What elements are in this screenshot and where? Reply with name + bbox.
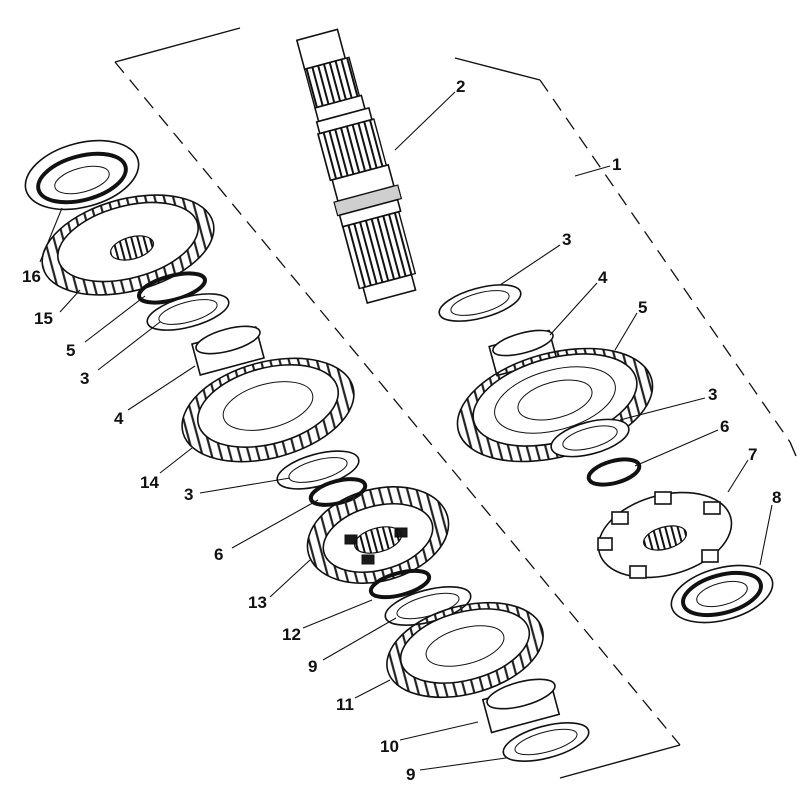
bearing-8 (670, 564, 774, 624)
callout-6-right: 6 (720, 417, 729, 436)
callout-7: 7 (748, 445, 757, 464)
gear-11 (386, 601, 544, 699)
assembly-bracket (114, 27, 797, 779)
callout-5-left: 5 (66, 341, 75, 360)
callout-15: 15 (34, 309, 53, 328)
callout-9-upper: 9 (308, 657, 317, 676)
bushing-10 (481, 678, 561, 734)
main-shaft (295, 28, 417, 304)
callout-3-lower-left: 3 (184, 485, 193, 504)
callout-9-lower: 9 (406, 765, 415, 784)
washer-3-right-mid (550, 418, 630, 458)
coupling-hub-13 (306, 486, 450, 584)
callout-1: 1 (612, 155, 621, 174)
bearing-16 (24, 139, 140, 211)
callout-8: 8 (772, 488, 781, 507)
callout-3-right: 3 (708, 385, 717, 404)
callout-13: 13 (248, 593, 267, 612)
callout-4-right: 4 (598, 268, 608, 287)
bushing-4-right (488, 329, 558, 377)
callout-4-left: 4 (114, 409, 124, 428)
snap-ring-6-right (586, 457, 642, 487)
snap-ring-12 (368, 568, 432, 600)
callout-3-top: 3 (562, 230, 571, 249)
callout-16: 16 (22, 267, 41, 286)
callout-14: 14 (140, 473, 159, 492)
washer-3-left-upper (146, 293, 230, 331)
washer-3-upper-right (438, 284, 522, 322)
gear-15 (41, 194, 215, 296)
callout-3-left: 3 (80, 369, 89, 388)
bushing-4-left (191, 325, 265, 376)
callout-2: 2 (456, 77, 465, 96)
callout-10: 10 (380, 737, 399, 756)
callout-11: 11 (336, 695, 354, 714)
gear-14 (181, 357, 355, 463)
washer-9-lower (502, 722, 590, 762)
callout-6-left: 6 (214, 545, 223, 564)
callout-12: 12 (282, 625, 301, 644)
callout-5-right: 5 (638, 298, 647, 317)
coupling-hub-7 (597, 491, 733, 579)
leader-lines (39, 91, 773, 771)
callout-labels: 1 2 3 4 5 3 6 7 8 16 15 5 3 4 14 3 6 13 … (22, 77, 781, 784)
